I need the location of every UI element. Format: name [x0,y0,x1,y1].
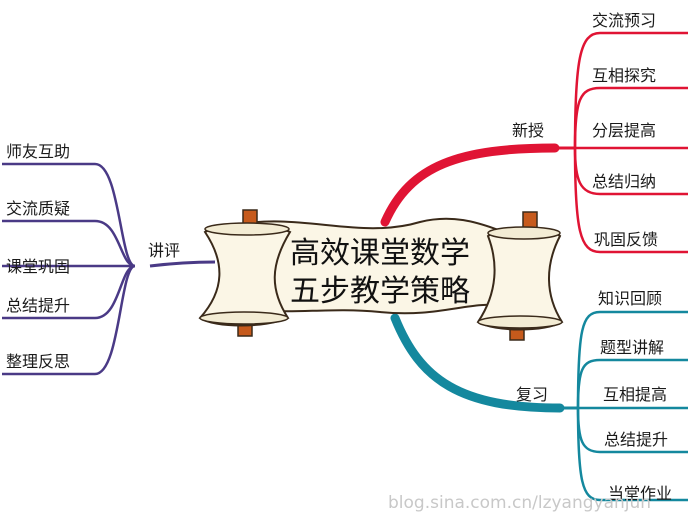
scroll-right-roll [476,211,564,341]
connector-bottom-main [390,313,565,413]
branch-top-right: 新授 交流预习 互相探究 分层提高 总结归纳 巩固反馈 [380,11,688,254]
branch-top-label: 新授 [512,121,544,140]
branch-bottom-right: 复习 知识回顾 题型讲解 互相提高 总结提升 当堂作业 [390,289,688,503]
title-line-2: 五步教学策略 [290,274,470,309]
left-item-2: 交流质疑 [6,199,70,218]
left-item-3: 课堂巩固 [6,257,70,276]
bottom-item-4: 总结提升 [604,430,668,449]
branch-bottom-label: 复习 [516,385,548,404]
top-item-1: 交流预习 [592,11,656,30]
connector-left-1 [2,162,136,268]
connector-top-5 [573,147,688,254]
top-item-4: 总结归纳 [592,172,656,191]
connector-top-2 [573,86,688,149]
watermark: blog.sina.com.cn/lzyangyanjun [388,493,651,513]
top-item-3: 分层提高 [592,121,656,140]
branch-left: 讲评 师友互助 交流质疑 课堂巩固 总结提升 整理反思 [2,142,216,376]
scroll-left-roll [198,209,292,337]
top-item-5: 巩固反馈 [594,230,658,249]
title-line-1: 高效课堂数学 [290,236,470,271]
central-scroll: 高效课堂数学 五步教学策略 [198,209,564,341]
left-item-1: 师友互助 [6,142,70,161]
connector-bottom-5 [576,407,688,502]
connector-left-main [149,260,216,268]
connector-top-main [380,143,560,227]
top-item-2: 互相探究 [592,66,656,85]
bottom-item-2: 题型讲解 [600,338,664,357]
bottom-item-3: 互相提高 [603,385,667,404]
bottom-item-1: 知识回顾 [598,289,662,308]
connector-left-2 [2,219,136,268]
left-item-4: 总结提升 [6,296,70,315]
branch-left-label: 讲评 [148,241,180,260]
bottom-item-5: 当堂作业 [608,484,672,503]
connector-left-5 [2,264,136,376]
left-item-5: 整理反思 [6,352,70,371]
connector-bottom-2 [576,358,688,409]
